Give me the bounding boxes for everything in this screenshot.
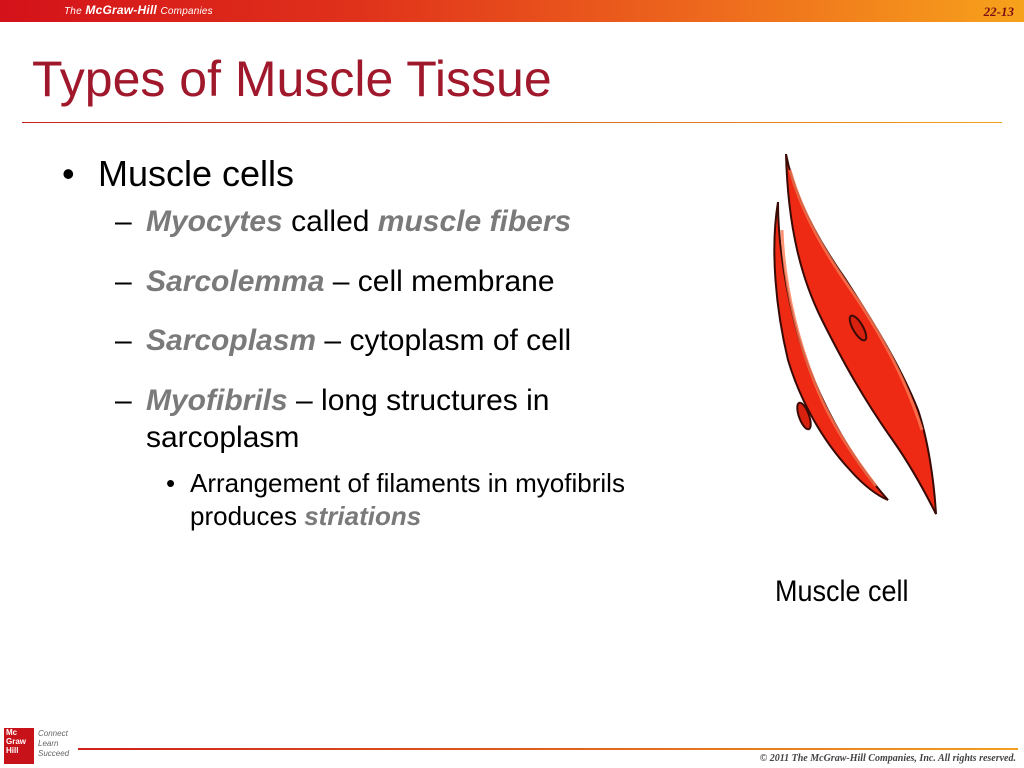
bullet-dash: – (115, 205, 132, 239)
slide-title: Types of Muscle Tissue (32, 51, 552, 107)
muscle-cell-illustration (773, 153, 937, 515)
copyright-notice: © 2011 The McGraw-Hill Companies, Inc. A… (759, 753, 1016, 764)
sub-bullet-sarcoplasm: – Sarcoplasm – cytoplasm of cell (58, 322, 708, 360)
muscle-fiber-right-highlight (788, 169, 924, 431)
bullet-dash: – (115, 324, 132, 358)
term-sarcolemma: Sarcolemma (146, 264, 325, 298)
title-divider (22, 122, 1002, 123)
bullet-dash: – (115, 383, 132, 417)
bullet-dot: • (166, 467, 176, 498)
publisher-logo: Mc Graw Hill (4, 728, 34, 764)
term-striations: striations (304, 501, 422, 532)
bullet-dash: – (115, 264, 132, 298)
logo-tagline: Connect Learn Succeed (38, 729, 70, 758)
sub-bullet-myocytes: – Myocytes called muscle fibers (58, 203, 708, 241)
publisher-brand: The McGraw-Hill Companies (64, 3, 213, 17)
sub-bullet-sarcolemma: – Sarcolemma – cell membrane (58, 263, 708, 301)
cell-nucleus-right (848, 314, 868, 342)
bullet-dot: • (62, 153, 75, 194)
cell-nucleus-left (796, 401, 812, 431)
slide-number: 22-13 (983, 4, 1014, 19)
term-muscle-fibers: muscle fibers (377, 205, 572, 239)
bullet-muscle-cells: • Muscle cells (62, 153, 295, 194)
header-bar: The McGraw-Hill Companies 22-13 (0, 0, 1024, 22)
muscle-fiber-left-highlight (780, 229, 878, 487)
footer-divider (78, 748, 1018, 750)
slide-body: • Muscle cells – Myocytes called muscle … (58, 152, 708, 534)
term-myocytes: Myocytes (146, 205, 283, 239)
term-myofibrils: Myofibrils (146, 383, 288, 417)
figure-caption: Muscle cell (775, 575, 909, 608)
sub-sub-bullet-striations: • Arrangement of filaments in myofibrils… (166, 467, 625, 532)
term-sarcoplasm: Sarcoplasm (146, 324, 317, 358)
sub-bullet-myofibrils: – Myofibrils – long structures in sarcop… (115, 383, 550, 455)
